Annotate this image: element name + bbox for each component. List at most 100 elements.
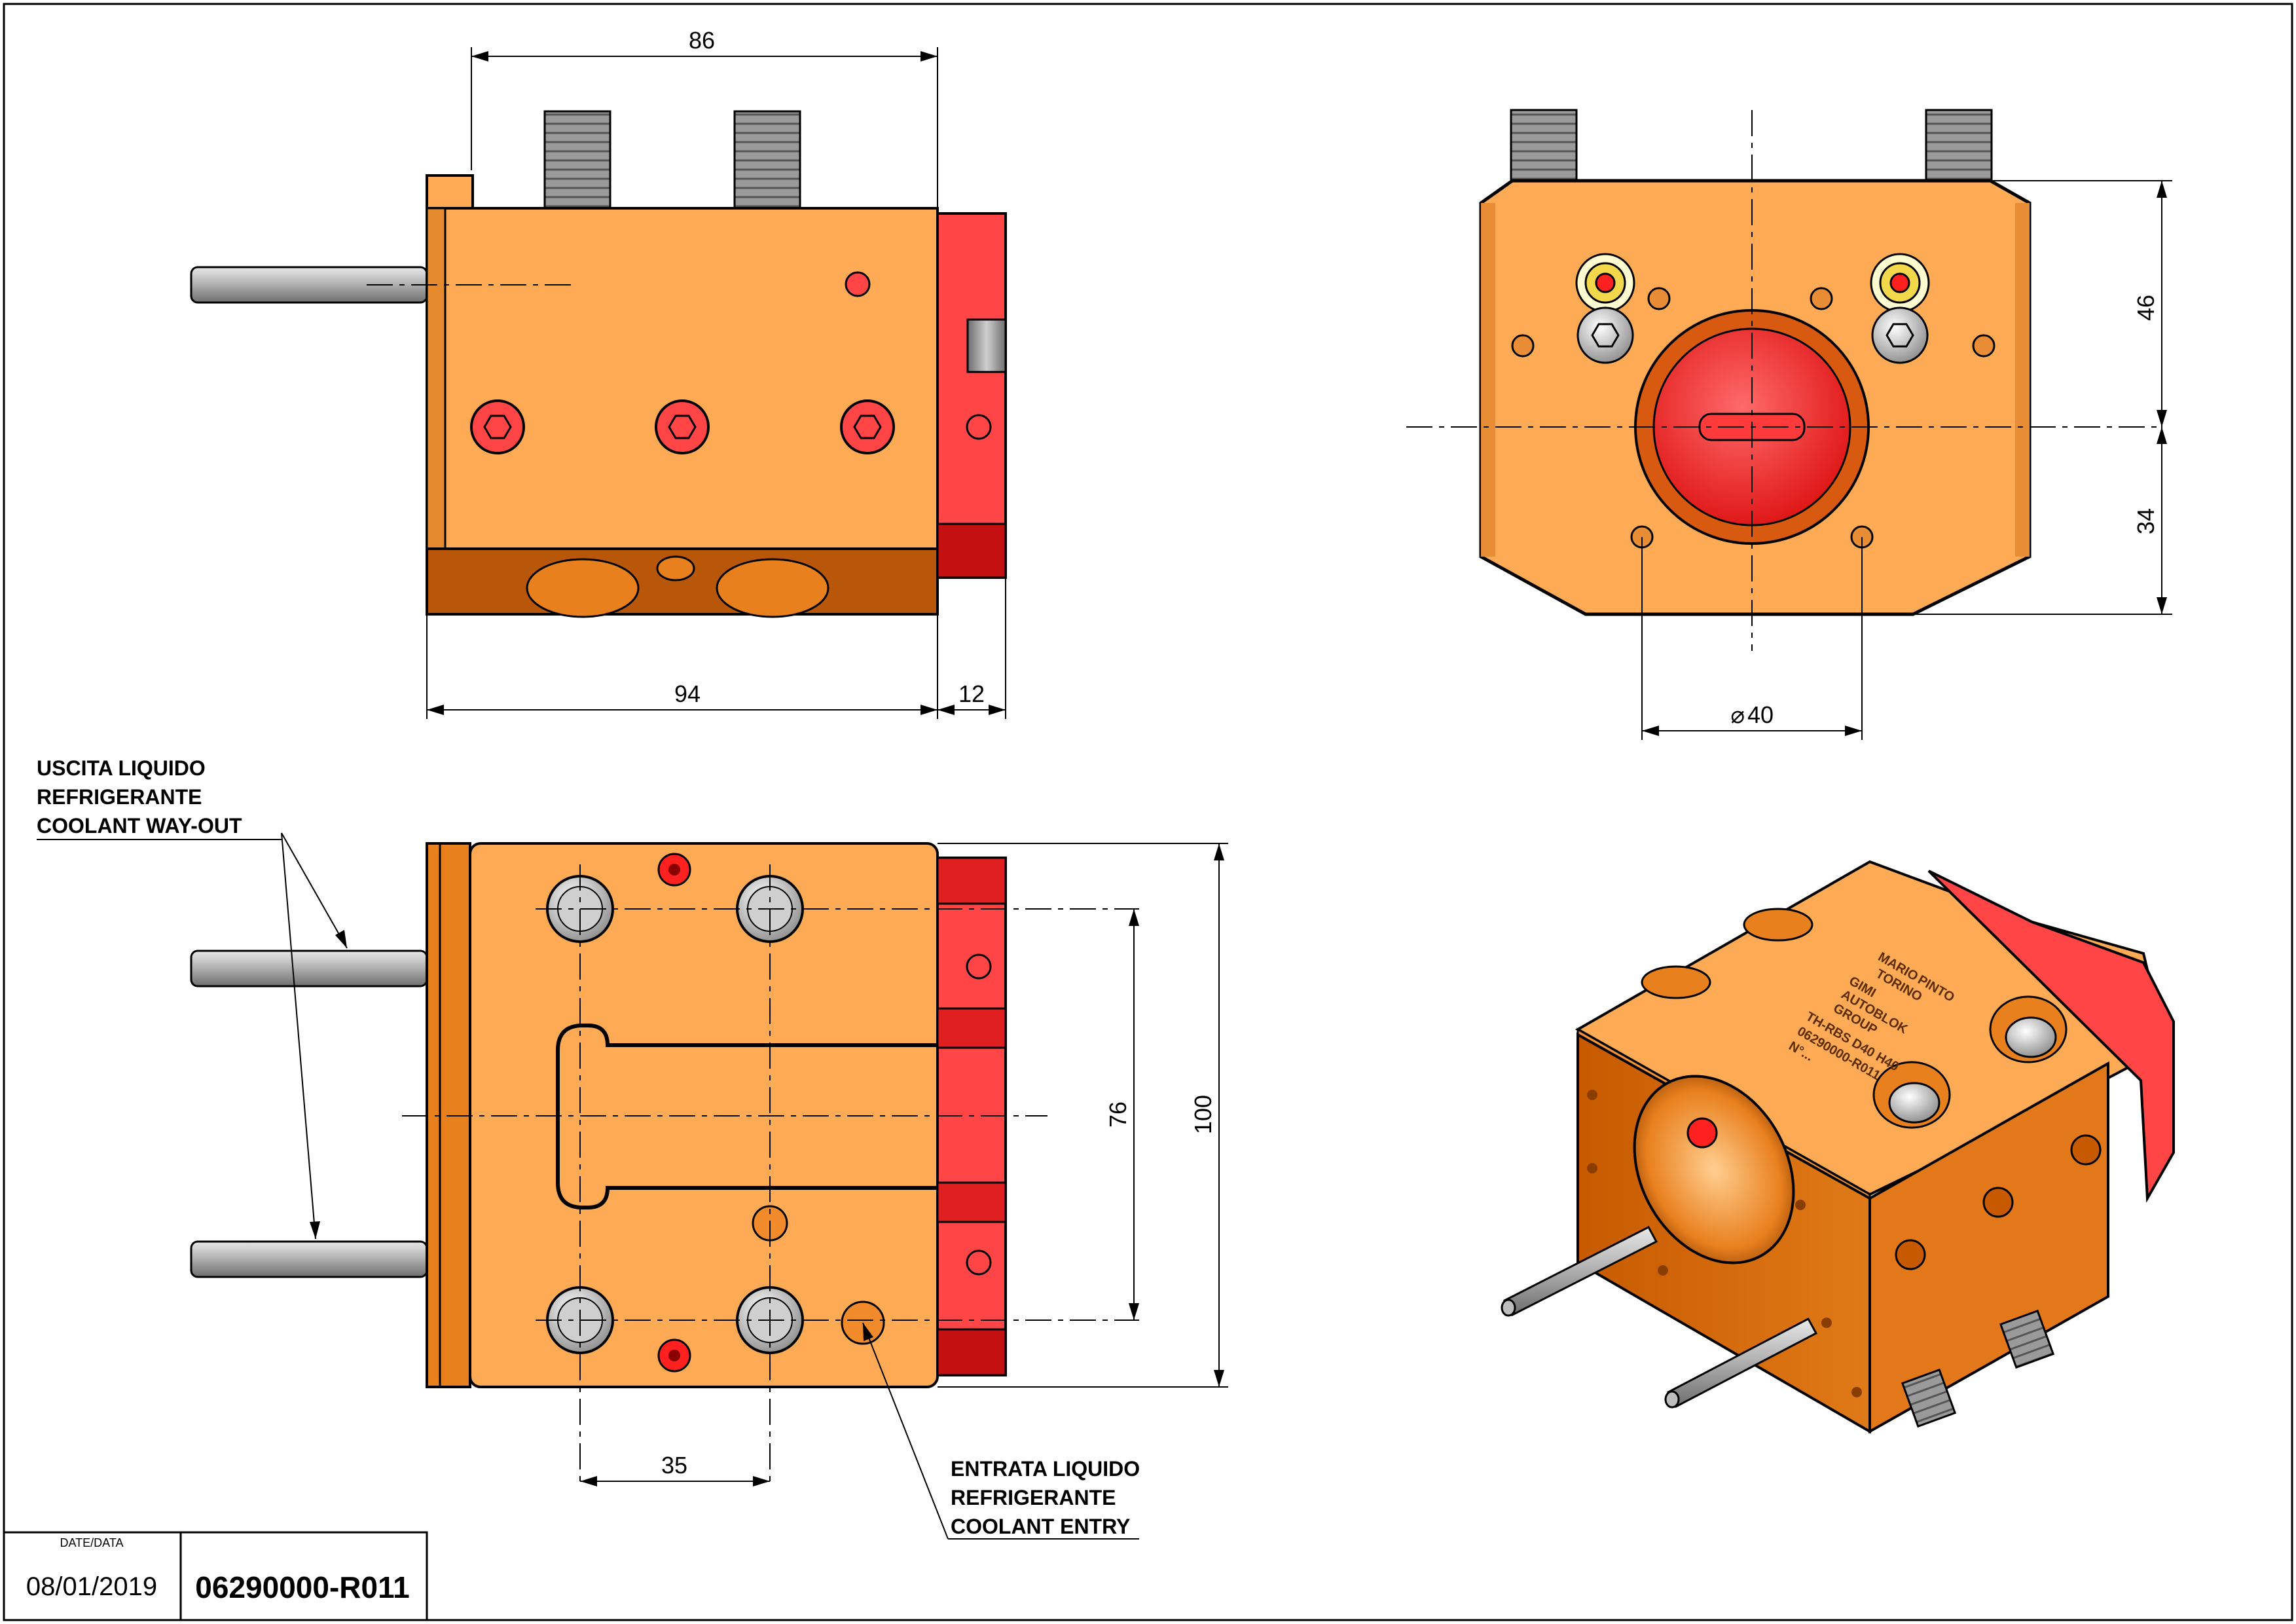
arrowhead-icon bbox=[2157, 427, 2167, 444]
arrowhead-icon bbox=[427, 705, 444, 715]
dim-100: 100 bbox=[1190, 1095, 1216, 1134]
red-flange-lower bbox=[936, 523, 1007, 579]
socket-bolt bbox=[1576, 306, 1634, 364]
threaded-stud bbox=[1510, 109, 1578, 182]
body bbox=[426, 207, 939, 550]
red-seal-core bbox=[668, 1350, 680, 1361]
front-elevation-view: 86 94 12 bbox=[190, 27, 1007, 719]
red-flange-band bbox=[936, 1328, 1007, 1376]
dim-76: 76 bbox=[1104, 1101, 1131, 1128]
arrowhead-icon bbox=[753, 1476, 770, 1486]
dim-40: 40 bbox=[1747, 701, 1774, 728]
coolant-port bbox=[716, 558, 829, 618]
pin-hole bbox=[1972, 334, 1995, 358]
isometric-view: MARIO PINTO TORINO GIMI AUTOBLOK GROUP T… bbox=[1501, 860, 2175, 1434]
coolant-in-label: COOLANT ENTRY bbox=[951, 1515, 1130, 1538]
pin-hole bbox=[1511, 334, 1535, 358]
body-end-face bbox=[426, 207, 446, 550]
iso-hole bbox=[1895, 1239, 1926, 1270]
pin-hole bbox=[1810, 287, 1833, 310]
iso-counterbore bbox=[1641, 965, 1711, 999]
iso-red-seal bbox=[1686, 1117, 1718, 1149]
body-side-shade bbox=[1481, 203, 1495, 557]
flange-screw-icon bbox=[966, 1249, 992, 1276]
dim-12: 12 bbox=[958, 680, 985, 707]
iso-threaded-stud bbox=[1901, 1368, 1957, 1428]
arrowhead-icon bbox=[2157, 410, 2167, 427]
iso-hole bbox=[1795, 1200, 1806, 1210]
arrowhead-icon bbox=[920, 51, 938, 62]
arrowhead-icon bbox=[1129, 909, 1139, 926]
iso-pipe-end bbox=[1664, 1390, 1680, 1409]
side-view: 46 34 ⌀ 40 bbox=[1406, 109, 2172, 740]
iso-pipe-end bbox=[1501, 1299, 1516, 1317]
coolant-out-label: USCITA LIQUIDO bbox=[37, 756, 206, 780]
cap-screw bbox=[840, 399, 895, 454]
iso-bolt-head bbox=[1888, 1082, 1941, 1124]
title-block: DATE/DATA 08/01/2019 06290000-R011 bbox=[3, 1531, 428, 1621]
hex-socket-icon bbox=[483, 415, 512, 439]
red-seal-core bbox=[668, 864, 680, 876]
coolant-pipe-out bbox=[190, 950, 428, 987]
arrowhead-icon bbox=[1642, 726, 1659, 736]
arrowhead-icon bbox=[1129, 1303, 1139, 1320]
iso-hole bbox=[1587, 1163, 1597, 1173]
cap-screw bbox=[470, 399, 525, 454]
iso-bolt-head bbox=[2005, 1016, 2057, 1058]
arrowhead-icon bbox=[310, 1221, 320, 1239]
arrowhead-icon bbox=[863, 1323, 873, 1341]
arrowhead-icon bbox=[2157, 597, 2167, 614]
title-block-frame bbox=[3, 1531, 428, 1621]
iso-counterbore bbox=[1743, 908, 1813, 942]
plan-view: 76 100 35 USCITA LIQUIDO REFRIGERANTE CO… bbox=[37, 756, 1228, 1540]
coolant-out-label: REFRIGERANTE bbox=[37, 785, 202, 809]
dim-94: 94 bbox=[674, 680, 701, 707]
flange-screw-icon bbox=[966, 414, 992, 440]
small-port bbox=[656, 555, 695, 581]
small-screw bbox=[845, 271, 871, 297]
iso-hole bbox=[1851, 1387, 1862, 1397]
coolant-in-label: ENTRATA LIQUIDO bbox=[951, 1457, 1140, 1481]
dim-86: 86 bbox=[689, 27, 715, 54]
iso-right-face bbox=[1868, 1061, 2109, 1434]
iso-red-flange bbox=[1927, 870, 2175, 1203]
iso-hole bbox=[1982, 1187, 2014, 1218]
iso-bore bbox=[1633, 1075, 1795, 1264]
leader-line bbox=[862, 1322, 949, 1540]
threaded-stud bbox=[543, 110, 611, 211]
arrowhead-icon bbox=[920, 705, 938, 715]
arrowhead-icon bbox=[938, 705, 955, 715]
arrowhead-icon bbox=[471, 51, 488, 62]
flange-screw-icon bbox=[966, 953, 992, 980]
body-lip bbox=[426, 174, 474, 210]
diameter-symbol-icon: ⌀ bbox=[1730, 701, 1745, 728]
arrowhead-icon bbox=[1214, 1370, 1224, 1387]
coolant-pipe-out bbox=[190, 1240, 428, 1278]
drawing-number: 06290000-R011 bbox=[195, 1570, 409, 1604]
iso-hole bbox=[1587, 1090, 1597, 1100]
red-flange-band bbox=[936, 857, 1007, 905]
sheet-border bbox=[3, 3, 2293, 1621]
hex-socket-icon bbox=[1591, 323, 1620, 348]
flange-insert bbox=[966, 318, 1007, 373]
cap-screw bbox=[655, 399, 710, 454]
iso-hole bbox=[2070, 1134, 2102, 1166]
coolant-port bbox=[526, 558, 640, 618]
red-flange-band bbox=[936, 1007, 1007, 1049]
threaded-stud bbox=[1925, 109, 1993, 182]
hex-socket-icon bbox=[853, 415, 882, 439]
arrowhead-icon bbox=[580, 1476, 597, 1486]
iso-threaded-stud bbox=[1999, 1309, 2055, 1369]
iso-hole bbox=[1821, 1318, 1832, 1328]
hex-socket-icon bbox=[668, 415, 697, 439]
coolant-out-label: COOLANT WAY-OUT bbox=[37, 814, 242, 838]
seal-core bbox=[1889, 272, 1910, 293]
arrowhead-icon bbox=[1845, 726, 1862, 736]
arrowhead-icon bbox=[1214, 843, 1224, 860]
dim-35: 35 bbox=[661, 1452, 687, 1479]
dim-46: 46 bbox=[2132, 295, 2159, 321]
body-side-shade bbox=[2015, 203, 2030, 557]
date-label: DATE/DATA bbox=[60, 1536, 123, 1549]
hex-socket-icon bbox=[1886, 323, 1914, 348]
